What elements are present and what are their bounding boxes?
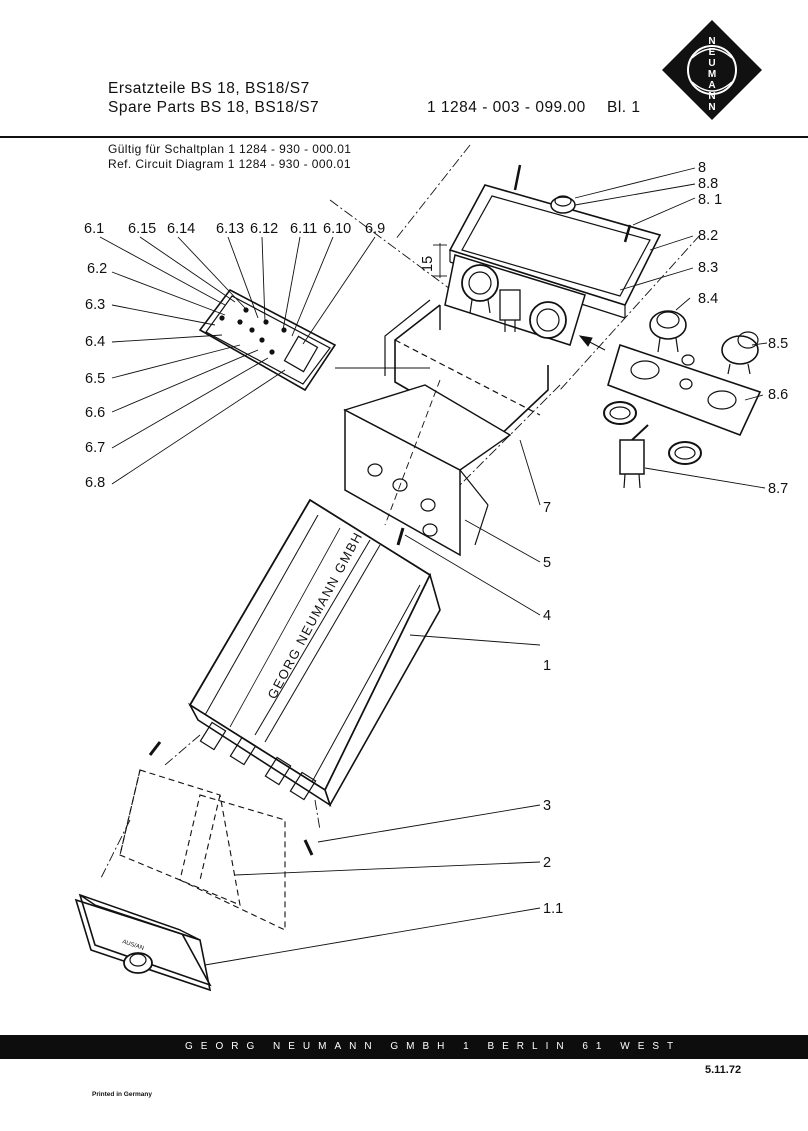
callout-6-12: 6.12 — [250, 221, 278, 237]
part-6-circuit-board — [198, 288, 430, 392]
part-8-3-socket-plate — [444, 254, 586, 346]
title-english: Spare Parts BS 18, BS18/S7 — [108, 99, 320, 116]
callout-8-5: 8.5 — [768, 336, 788, 352]
callout-6-13: 6.13 — [216, 221, 244, 237]
callout-7: 7 — [543, 500, 551, 516]
leader-lines — [99, 167, 768, 966]
part-8-8-cap — [550, 195, 576, 214]
callout-6-6: 6.6 — [85, 405, 105, 421]
callout-8: 8 — [698, 160, 706, 176]
part-8-5-connector — [721, 331, 759, 375]
callout-6-10: 6.10 — [323, 221, 351, 237]
dimension-label: 15 — [420, 256, 436, 272]
logo-letter: N — [708, 102, 715, 113]
callout-1-1: 1.1 — [543, 901, 563, 917]
logo-letter: M — [708, 69, 716, 80]
callout-6-7: 6.7 — [85, 440, 105, 456]
callout-4: 4 — [543, 608, 551, 624]
part-2-batteries — [119, 769, 286, 931]
part-1-1-front-lid — [74, 893, 212, 992]
callout-8-4: 8.4 — [698, 291, 718, 307]
printed-in-note: Printed in Germany — [92, 1091, 152, 1098]
callout-6-14: 6.14 — [167, 221, 195, 237]
valid-circuit-german: Gültig für Schaltplan 1 1284 - 930 - 000… — [108, 142, 352, 156]
part-8-6-mounting-plate — [607, 343, 762, 437]
part-8-rings — [603, 401, 702, 465]
sheet-number: Bl. 1 — [607, 99, 641, 116]
part-1-housing — [187, 498, 441, 807]
callout-6-4: 6.4 — [85, 334, 105, 350]
callout-5: 5 — [543, 555, 551, 571]
logo-letter: E — [709, 47, 716, 58]
part-5-inner-frame — [343, 379, 512, 557]
part-4-screw — [396, 527, 405, 546]
callout-6-2: 6.2 — [87, 261, 107, 277]
header-rule — [0, 136, 808, 138]
title-german: Ersatzteile BS 18, BS18/S7 — [108, 80, 310, 97]
logo-letter: A — [708, 80, 715, 91]
callout-8-1: 8. 1 — [698, 192, 722, 208]
part-3-screw — [148, 741, 314, 856]
callout-8-2: 8.2 — [698, 228, 718, 244]
callout-8-7: 8.7 — [768, 481, 788, 497]
callout-8-8: 8.8 — [698, 176, 718, 192]
callout-6-11: 6.11 — [290, 221, 317, 237]
callout-3: 3 — [543, 798, 551, 814]
arrow-8-3 — [578, 335, 606, 351]
callout-2: 2 — [543, 855, 551, 871]
callout-6-15: 6.15 — [128, 221, 156, 237]
callout-8-3: 8.3 — [698, 260, 718, 276]
callout-6-5: 6.5 — [85, 371, 105, 387]
neumann-logo: N E U M A N N — [662, 20, 762, 120]
assembly-axis-lines — [99, 144, 701, 881]
callout-6-3: 6.3 — [85, 297, 105, 313]
part-number: 1 1284 - 003 - 099.00 — [427, 99, 586, 116]
callout-8-6: 8.6 — [768, 387, 788, 403]
logo-letter: N — [708, 91, 715, 102]
print-date: 5.11.72 — [705, 1064, 742, 1076]
logo-letter: U — [708, 58, 715, 69]
valid-circuit-english: Ref. Circuit Diagram 1 1284 - 930 - 000.… — [108, 157, 351, 171]
part-8-4-socket — [649, 310, 687, 353]
logo-letter: N — [708, 36, 715, 47]
callout-6-9: 6.9 — [365, 221, 385, 237]
callout-6-1: 6.1 — [84, 221, 104, 237]
part-8-7-toggle-switch — [619, 424, 649, 489]
callout-6-8: 6.8 — [85, 475, 105, 491]
callout-1: 1 — [543, 658, 551, 674]
footer-company: GEORG NEUMANN GMBH 1 BERLIN 61 WEST — [185, 1041, 682, 1052]
dimension-15 — [433, 243, 447, 278]
footer-bar: GEORG NEUMANN GMBH 1 BERLIN 61 WEST — [0, 1035, 808, 1059]
part-8-1-screws — [513, 164, 632, 243]
